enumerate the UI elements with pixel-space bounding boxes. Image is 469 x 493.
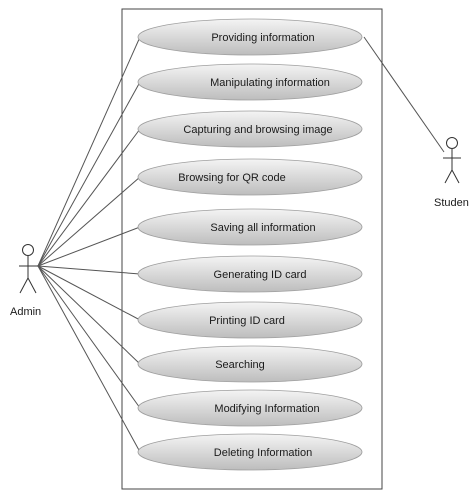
use-case-label: Providing information — [211, 32, 314, 44]
admin-label: Admin — [10, 306, 41, 318]
admin-association-line — [37, 265, 141, 275]
use-case-label: Modifying Information — [214, 403, 319, 415]
admin-association-line — [37, 81, 141, 267]
use-case: Providing information — [137, 18, 363, 56]
use-case: Printing ID card — [137, 301, 363, 339]
association-lines — [37, 36, 445, 453]
student-association-line — [363, 36, 445, 153]
use-case: Generating ID card — [137, 255, 363, 293]
use-case-ellipse — [137, 18, 363, 56]
use-case-label: Capturing and browsing image — [183, 124, 332, 136]
use-case-label: Browsing for QR code — [178, 172, 286, 184]
admin-actor — [19, 244, 38, 294]
use-case-ellipse — [137, 63, 363, 101]
use-case-ellipse — [137, 433, 363, 471]
use-case-ellipse — [137, 158, 363, 196]
admin-left-leg — [19, 277, 29, 294]
admin-right-leg — [27, 277, 37, 294]
use-case-label: Searching — [215, 359, 265, 371]
use-case: Browsing for QR code — [137, 158, 363, 196]
use-case: Saving all information — [137, 208, 363, 246]
admin-association-line — [37, 176, 141, 267]
use-case-ellipse — [137, 301, 363, 339]
student-right-leg — [451, 169, 460, 184]
use-case-label: Deleting Information — [214, 447, 312, 459]
use-case: Capturing and browsing image — [137, 110, 363, 148]
student-left-leg — [444, 169, 453, 184]
admin-association-line — [37, 265, 141, 453]
use-case: Searching — [137, 345, 363, 383]
admin-association-line — [37, 36, 141, 267]
student-actor — [443, 137, 461, 184]
system-boundary — [121, 8, 383, 490]
admin-head — [22, 244, 34, 256]
use-case-label: Printing ID card — [209, 315, 285, 327]
use-case: Modifying Information — [137, 389, 363, 427]
use-case-ellipse — [137, 110, 363, 148]
admin-association-line — [37, 265, 141, 365]
admin-association-line — [37, 226, 141, 267]
use-case-label: Generating ID card — [214, 269, 307, 281]
use-case: Manipulating information — [137, 63, 363, 101]
use-case-label: Saving all information — [210, 222, 315, 234]
admin-association-line — [37, 128, 141, 267]
admin-association-line — [37, 265, 141, 409]
use-case-ellipse — [137, 345, 363, 383]
use-case-ellipse — [137, 255, 363, 293]
use-case-ellipse — [137, 208, 363, 246]
use-case: Deleting Information — [137, 433, 363, 471]
student-label: Studen — [434, 197, 469, 209]
use-case-label: Manipulating information — [210, 77, 330, 89]
use-case-ellipse — [137, 389, 363, 427]
admin-association-line — [37, 265, 141, 321]
student-head — [446, 137, 458, 149]
